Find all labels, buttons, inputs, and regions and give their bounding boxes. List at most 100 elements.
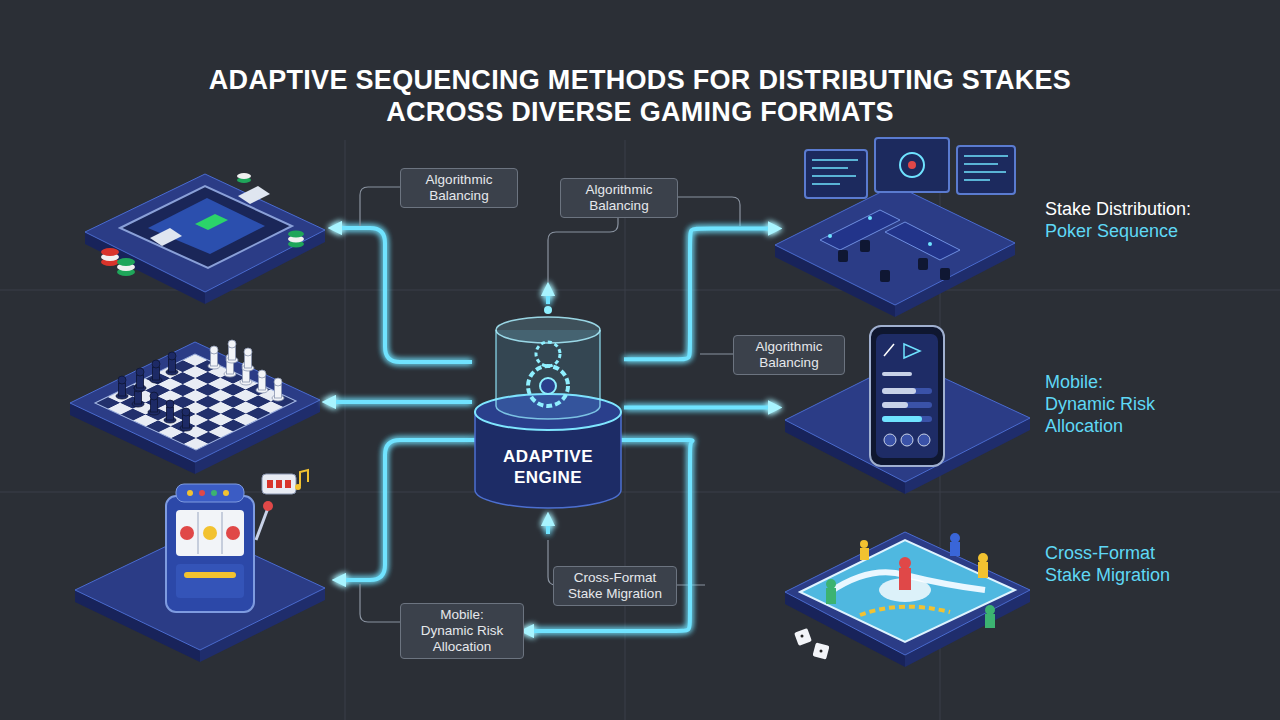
slot-machine-illustration: [223, 490, 229, 496]
label-tag: Cross-Format Stake Migration: [553, 566, 677, 606]
control-room-illustration: [964, 179, 990, 181]
glow-wire: [326, 400, 472, 404]
platform-node: Cross-Format Stake Migration: [778, 496, 1030, 661]
board-game-illustration: [985, 614, 995, 628]
slot-machine-illustration: [285, 480, 291, 488]
chess-board-illustration: [95, 354, 296, 450]
poker-table-illustration: [288, 231, 304, 238]
slot-machine-illustration: [75, 470, 325, 662]
slot-machine-illustration: [262, 474, 296, 494]
chess-board-illustration: [180, 408, 192, 431]
gear-icon: [536, 342, 560, 366]
poker-table-illustration: [101, 248, 119, 256]
mobile-phone-illustration: [918, 434, 930, 446]
slot-machine-illustration: [211, 490, 217, 496]
node-heading: Algorithmic Balancing: [565, 182, 673, 214]
control-room-illustration: [880, 270, 890, 282]
board-game-illustration: [860, 540, 868, 548]
slot-machine-illustration: [198, 512, 199, 554]
node-heading: ADAPTIVE ENGINE: [486, 446, 610, 488]
control-room-illustration: [928, 242, 932, 246]
chess-board-illustration: [150, 360, 162, 383]
node-heading: Stake Distribution:: [1045, 198, 1195, 220]
mobile-phone-illustration: [901, 434, 913, 446]
label-tag: Algorithmic Balancing: [560, 178, 678, 218]
mobile-phone-illustration: [882, 372, 912, 376]
control-room-illustration: [964, 155, 1008, 157]
board-game-illustration: [860, 548, 869, 560]
leader-line: [548, 216, 618, 282]
label-tag: Algorithmic Balancing: [400, 168, 518, 208]
slot-machine-illustration: [184, 572, 236, 578]
chess-board-illustration: [116, 376, 128, 399]
slot-machine-illustration: [176, 510, 244, 556]
poker-table-illustration: [120, 186, 292, 268]
board-game-illustration: [826, 579, 836, 589]
engine-glass-top: [496, 317, 600, 343]
mobile-phone-illustration: [882, 402, 932, 408]
board-game-illustration: [826, 588, 836, 604]
chess-board-illustration: [95, 354, 296, 450]
chess-board-illustration: [242, 348, 254, 371]
glow-wire: [332, 228, 472, 362]
slot-machine-illustration: [176, 484, 244, 502]
mobile-phone-illustration: [904, 344, 920, 358]
slot-machine-illustration: [166, 496, 254, 612]
slot-machine-illustration: [187, 490, 193, 496]
mobile-phone-illustration: [882, 388, 916, 394]
poker-table-illustration: [237, 173, 251, 179]
control-room-illustration: [885, 222, 960, 260]
chess-board-illustration: [70, 340, 320, 474]
node-heading: Cross-Format Stake Migration: [558, 570, 672, 602]
platform-node: Stake Distribution:Poker Sequence: [778, 146, 1023, 311]
control-room-illustration: [775, 185, 1015, 305]
control-room-illustration: [860, 240, 870, 252]
diagram-title: ADAPTIVE SEQUENCING METHODS FOR DISTRIBU…: [160, 64, 1120, 128]
slot-machine-illustration: [203, 526, 217, 540]
control-room-illustration: [957, 146, 1015, 194]
board-game-illustration: [978, 562, 988, 578]
chess-board-illustration: [70, 342, 320, 462]
engine-knob: [544, 306, 552, 314]
slot-machine-illustration: [222, 512, 223, 554]
gear-icon: [540, 378, 556, 394]
chess-board-illustration: [256, 370, 268, 393]
node-body: Dynamic Risk Allocation: [1045, 393, 1195, 437]
mobile-phone-illustration: [882, 388, 932, 394]
node-body: Dynamic Risk Allocation: [405, 623, 519, 655]
board-game-illustration: [800, 540, 1015, 642]
poker-table-illustration: [148, 198, 265, 254]
control-room-illustration: [875, 138, 949, 192]
label-tag: Mobile:Dynamic Risk Allocation: [400, 603, 524, 659]
control-room-illustration: [812, 167, 848, 169]
mobile-phone-illustration: [884, 434, 896, 446]
poker-table-illustration: [85, 173, 325, 304]
node-heading: Mobile:: [440, 607, 484, 623]
platform-label: Stake Distribution:Poker Sequence: [1045, 198, 1195, 242]
board-game-illustration: [785, 532, 1030, 655]
glow-wire: [336, 440, 472, 580]
leader-line: [700, 353, 737, 354]
board-game-illustration: [820, 650, 823, 653]
control-room-illustration: [964, 171, 1006, 173]
platform-label: Mobile:Dynamic Risk Allocation: [1045, 371, 1195, 437]
board-game-illustration: [785, 532, 1030, 667]
control-room-illustration: [900, 153, 924, 177]
node-heading: Cross-Format Stake Migration: [1045, 542, 1195, 586]
control-room-illustration: [838, 240, 950, 282]
control-room-illustration: [812, 156, 1008, 184]
poker-table-illustration: [238, 186, 270, 204]
engine-glass: [496, 330, 600, 419]
board-game-illustration: [899, 568, 911, 590]
slot-machine-illustration: [176, 564, 244, 598]
chess-board-illustration: [208, 346, 220, 369]
engine-cylinder: ADAPTIVE ENGINE: [472, 300, 624, 512]
control-room-illustration: [964, 163, 998, 165]
node-heading: Algorithmic Balancing: [405, 172, 513, 204]
slot-machine-illustration: [180, 526, 194, 540]
board-game-illustration: [899, 557, 911, 569]
chess-board-illustration: [226, 340, 238, 363]
control-room-illustration: [868, 216, 872, 220]
chess-board-illustration: [208, 340, 284, 401]
